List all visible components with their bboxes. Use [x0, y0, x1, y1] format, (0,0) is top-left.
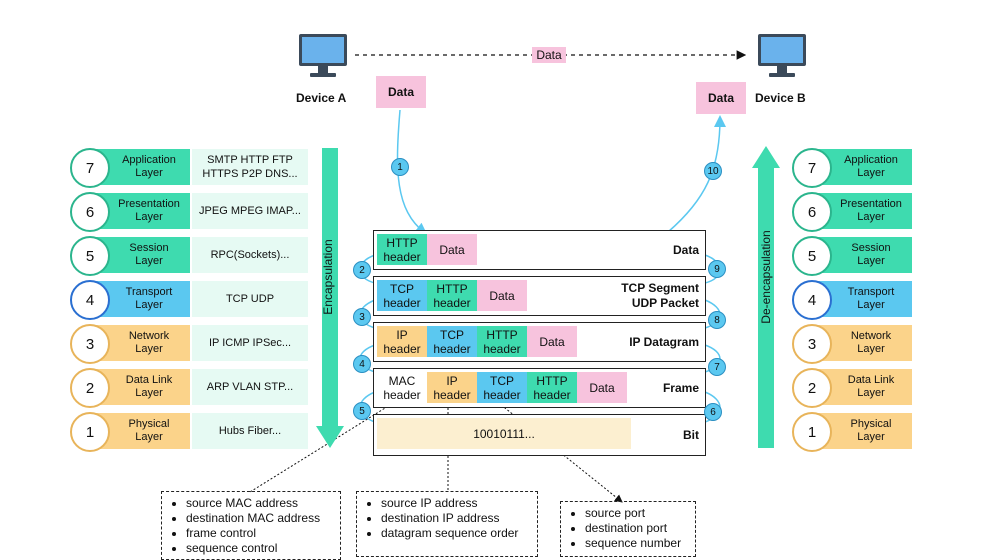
detail-item: source MAC address [186, 496, 330, 511]
deencapsulation-label: De-encapsulation [759, 230, 773, 324]
stack-cell: Data [477, 280, 527, 311]
detail-item: sequence number [585, 536, 685, 551]
stack-row-label: Frame [662, 380, 699, 395]
detail-item: source port [585, 506, 685, 521]
step-marker-3: 3 [353, 308, 371, 326]
step-marker-8: 8 [708, 311, 726, 329]
stack-cell: 10010111... [377, 418, 631, 449]
layer-number: 2 [70, 368, 110, 408]
layer-number: 7 [70, 148, 110, 188]
detail-item: source IP address [381, 496, 527, 511]
device-b-monitor-icon [757, 33, 807, 84]
layer-number: 5 [792, 236, 832, 276]
stack-row-label: Bit [683, 427, 699, 442]
ip-header-details: source IP addressdestination IP addressd… [356, 491, 538, 557]
device-a-monitor-icon [298, 33, 348, 84]
encapsulation-arrow-head [316, 426, 344, 448]
detail-item: destination MAC address [186, 511, 330, 526]
layer-number: 6 [70, 192, 110, 232]
layer-number: 3 [70, 324, 110, 364]
data-link-tag: Data [532, 47, 566, 63]
detail-item: datagram sequence order [381, 526, 527, 541]
layer-number: 6 [792, 192, 832, 232]
data-tag-device-a: Data [376, 76, 426, 108]
layer-number: 1 [70, 412, 110, 452]
flow-arrow-in [396, 109, 428, 235]
layer-number: 2 [792, 368, 832, 408]
layer-number: 4 [70, 280, 110, 320]
layer-number: 7 [792, 148, 832, 188]
tcp-header-details: source portdestination portsequence numb… [560, 501, 696, 557]
detail-item: sequence control [186, 541, 330, 556]
encapsulation-label: Encapsulation [321, 239, 335, 315]
stack-row-label: Data [672, 242, 699, 257]
step-marker-7: 7 [708, 358, 726, 376]
mac-header-details: source MAC addressdestination MAC addres… [161, 491, 341, 560]
stack-cell: Data [427, 234, 477, 265]
device-b-label: Device B [755, 91, 806, 105]
device-a-label: Device A [296, 91, 347, 105]
step-marker-2: 2 [353, 261, 371, 279]
deencapsulation-arrow-shaft [758, 166, 774, 448]
flow-arrow-out [667, 115, 726, 233]
step-marker-6: 6 [704, 403, 722, 421]
step-marker-10: 10 [704, 162, 722, 180]
layer-number: 5 [70, 236, 110, 276]
encapsulation-arrow-shaft [322, 148, 338, 428]
stack-cell: Data [527, 326, 577, 357]
layer-protocols: TCP UDP [192, 281, 308, 317]
layer-protocols: RPC(Sockets)... [192, 237, 308, 273]
deencapsulation-arrow-head [752, 146, 780, 168]
stack-row-5: 10010111... Bit [373, 414, 706, 456]
step-marker-4: 4 [353, 355, 371, 373]
stack-cell: Data [577, 372, 627, 403]
detail-item: frame control [186, 526, 330, 541]
step-marker-1: 1 [391, 158, 409, 176]
detail-item: destination IP address [381, 511, 527, 526]
data-tag-device-b: Data [696, 82, 746, 114]
stack-row-label: IP Datagram [629, 334, 699, 349]
layer-protocols: ARP VLAN STP... [192, 369, 308, 405]
detail-item: destination port [585, 521, 685, 536]
layer-protocols: Hubs Fiber... [192, 413, 308, 449]
layer-number: 3 [792, 324, 832, 364]
step-marker-9: 9 [708, 260, 726, 278]
layer-number: 4 [792, 280, 832, 320]
layer-number: 1 [792, 412, 832, 452]
layer-protocols: JPEG MPEG IMAP... [192, 193, 308, 229]
step-marker-5: 5 [353, 402, 371, 420]
layer-protocols: IP ICMP IPSec... [192, 325, 308, 361]
